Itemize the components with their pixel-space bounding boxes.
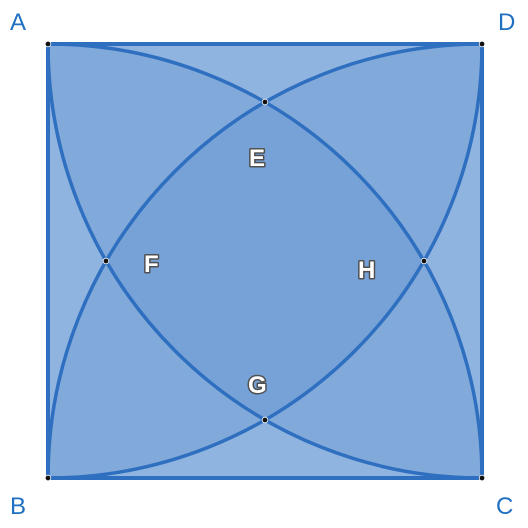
point-f — [102, 257, 110, 265]
label-vertex-a: A — [10, 9, 26, 36]
arc-centered-b — [47, 42, 484, 479]
arc-centered-d — [46, 43, 483, 480]
label-point-h: H — [358, 257, 375, 284]
label-vertex-b: B — [10, 493, 26, 520]
label-point-g: G — [248, 372, 267, 399]
sector-centered-c — [48, 44, 482, 478]
sector-centered-a — [48, 44, 482, 478]
square-outline — [46, 42, 484, 480]
point-e — [261, 98, 269, 106]
label-vertex-d: D — [498, 9, 515, 36]
sector-centered-b — [48, 44, 482, 478]
label-point-e: E — [249, 145, 265, 172]
point-h — [420, 257, 428, 265]
square-background — [48, 44, 482, 478]
arc-centered-a — [47, 43, 484, 480]
label-point-f: F — [144, 251, 159, 278]
sector-centered-d — [48, 44, 482, 478]
points — [44, 40, 486, 482]
point-d — [478, 40, 486, 48]
arc-centered-c — [46, 42, 483, 479]
point-g — [261, 416, 269, 424]
point-a — [44, 40, 52, 48]
point-b — [44, 474, 52, 482]
point-c — [478, 474, 486, 482]
label-vertex-c: C — [496, 493, 513, 520]
